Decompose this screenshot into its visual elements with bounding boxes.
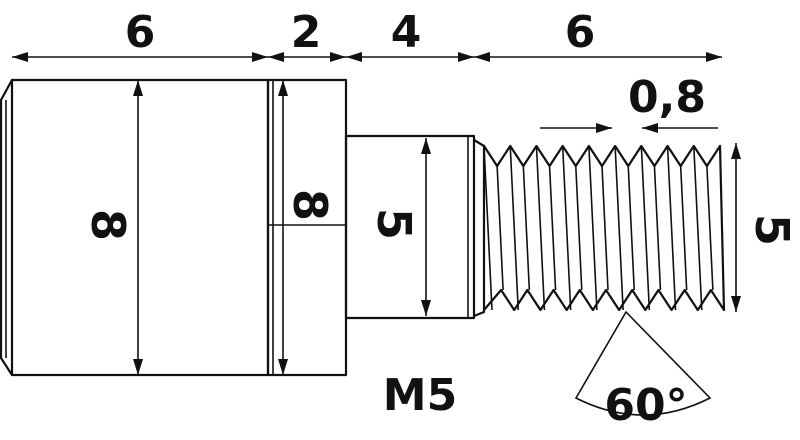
thread-root-line <box>653 165 662 291</box>
angle-sector <box>574 310 712 416</box>
dim-label-thread-diameter: 5 <box>745 214 799 246</box>
thread-start <box>472 138 486 318</box>
thread-root-line <box>522 165 531 291</box>
head-chamfer <box>0 78 14 377</box>
dim-label-collar-diameter: 8 <box>283 189 337 221</box>
dim-label-shank-diameter: 5 <box>367 208 421 240</box>
arrow-down-icon <box>133 359 143 375</box>
thread-crest-line <box>483 145 493 311</box>
thread-profile-top <box>482 144 722 168</box>
dim-label-pitch: 0,8 <box>628 72 706 123</box>
thread-root-line <box>574 165 583 291</box>
thread-crest-line <box>666 145 677 311</box>
dim-label-head-diameter: 8 <box>81 209 135 241</box>
screw-body <box>0 78 726 377</box>
shank-cylinder <box>344 134 476 320</box>
thread-root-line <box>679 165 688 291</box>
arrow-up-icon <box>421 138 431 154</box>
thread-angle-label: 60° <box>604 380 687 431</box>
arrow-right-icon <box>706 52 722 62</box>
thread-designation: M5 <box>383 370 457 421</box>
arrow-left-icon <box>642 123 658 133</box>
arrow-down-icon <box>421 300 431 316</box>
thread-root-line <box>496 165 504 291</box>
arrow-up-icon <box>278 80 288 96</box>
arrow-down-icon <box>731 296 741 312</box>
arrow-left-icon <box>268 52 284 62</box>
thread-crest-line <box>692 145 703 311</box>
thread-root-line <box>706 165 714 291</box>
arrow-left-icon <box>346 52 362 62</box>
thread-end <box>718 144 726 312</box>
thread-crest-line <box>614 145 624 311</box>
arrow-left-icon <box>474 52 490 62</box>
thread-crest-line <box>509 145 520 311</box>
thread-flanks <box>483 145 714 311</box>
dim-label-top-2: 2 <box>291 7 322 58</box>
arrow-right-icon <box>596 123 612 133</box>
arrow-right-icon <box>252 52 268 62</box>
thread-crest-line <box>535 145 546 311</box>
arrow-up-icon <box>731 143 741 159</box>
thread-profile-bottom <box>482 288 726 312</box>
arrow-down-icon <box>278 359 288 375</box>
thread-crest-line <box>561 145 572 311</box>
dimension-labels: 6 2 4 6 0,8 8 8 5 5 M5 60° <box>81 7 799 431</box>
thread-root-line <box>627 165 636 291</box>
thread-root-line <box>548 165 557 291</box>
head-cylinder <box>10 78 270 377</box>
arrow-right-icon <box>330 52 346 62</box>
arrow-up-icon <box>133 80 143 96</box>
dim-label-top-4: 6 <box>565 7 596 58</box>
dim-label-top-1: 6 <box>125 7 156 58</box>
dim-label-top-3: 4 <box>391 7 422 58</box>
thread-crest-line <box>640 145 651 311</box>
thread-root-line <box>601 165 609 291</box>
dimension-lines <box>12 52 741 416</box>
collar-cylinder <box>266 78 348 377</box>
thread-crest-line <box>588 145 598 311</box>
arrow-right-icon <box>458 52 474 62</box>
arrow-left-icon <box>12 52 28 62</box>
